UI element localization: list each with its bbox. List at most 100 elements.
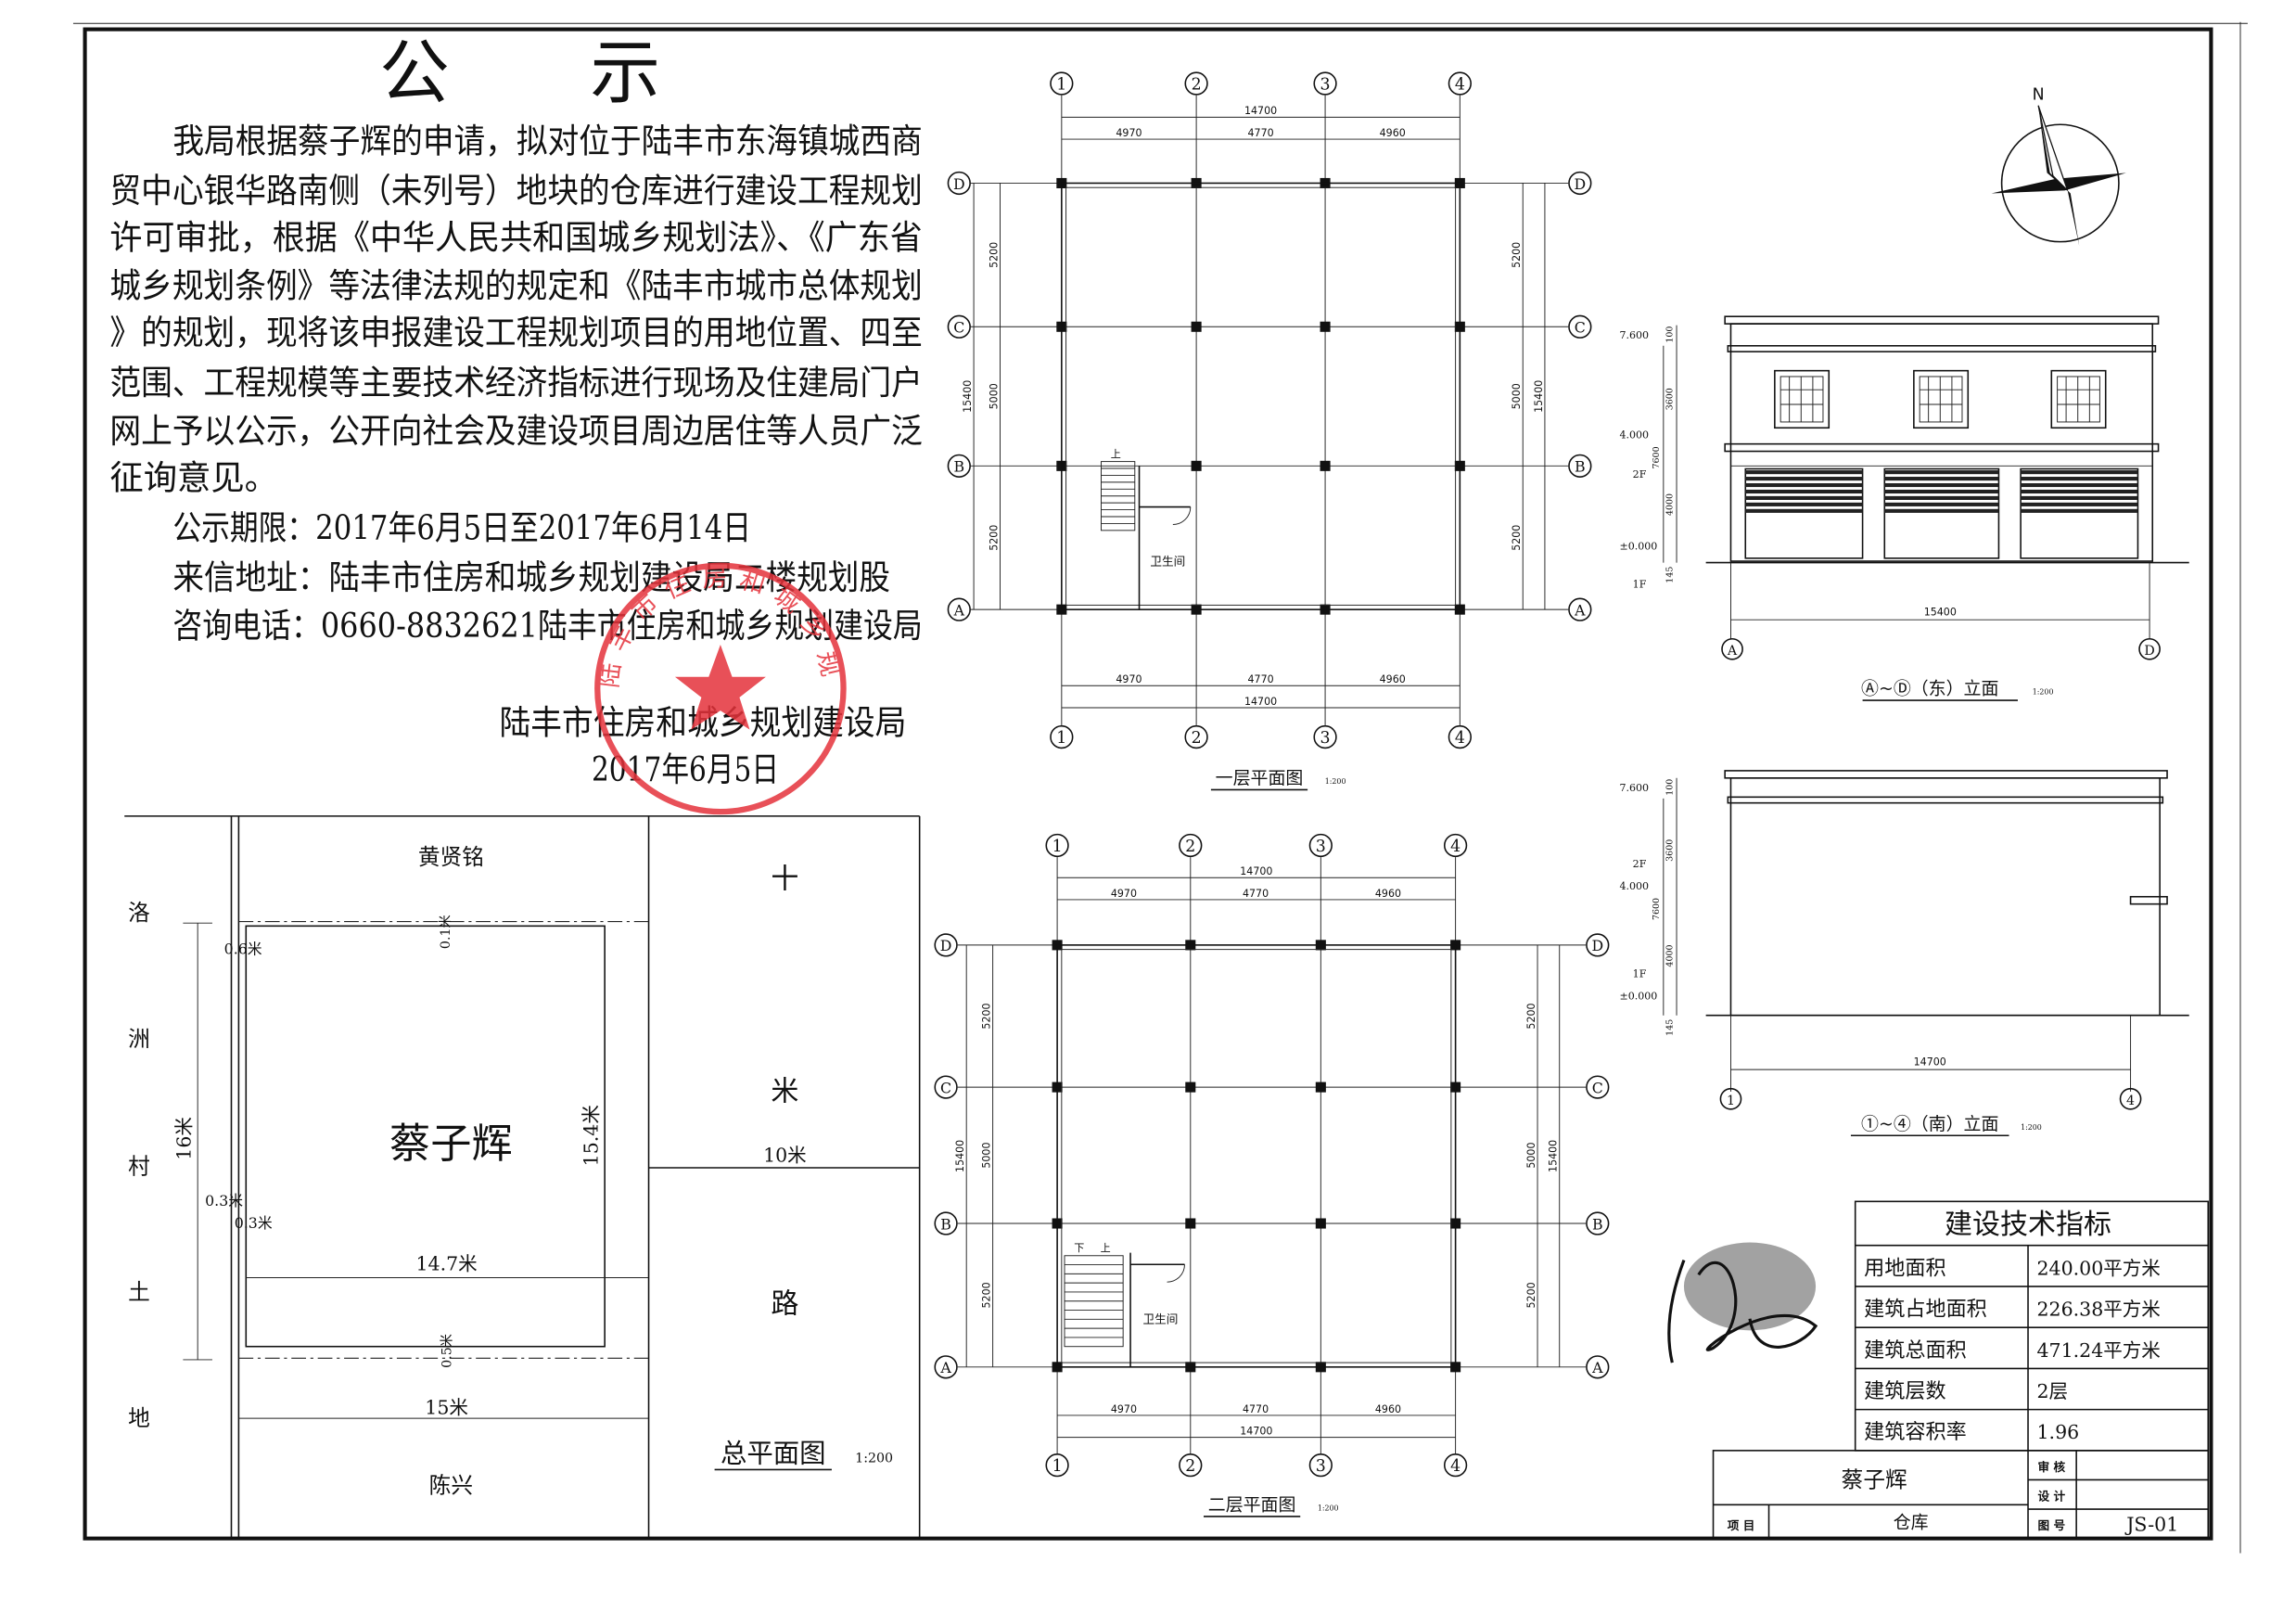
floor-label: 1F [1633,968,1647,980]
east-elevation: 7.600 4.000 ±0.000 2F 1F 100 3600 7600 4… [1619,315,2189,701]
axis-bubble [1050,724,1074,749]
axis-bubble [1308,833,1333,858]
dim-text: 14700 [1244,105,1277,117]
site-owner: 蔡子辉 [389,1120,513,1168]
axis-label: 4 [1455,75,1465,94]
column [1185,1082,1196,1093]
shutter-slat [2021,495,2138,500]
height-dim: 4000 [1665,493,1675,516]
stair-up-label: 上 [1111,448,1121,460]
axis-bubble [1568,314,1592,339]
dim-offset-left: 0.3米 [205,1192,243,1210]
dim-text: 15400 [1533,380,1545,413]
shutter-slat [1884,502,1999,506]
dim-offset-top: 0.1米 [438,915,453,949]
shutter-slat [1745,495,1863,500]
indicator-label: 建筑层数 [1864,1379,1945,1403]
road-label: 路 [771,1287,798,1320]
height-dim: 3600 [1665,388,1675,410]
floor-label: 2F [1633,858,1647,870]
plan-scale: 1:200 [1318,1504,1339,1513]
window [1774,369,1830,429]
shutter-slat [1745,502,1863,506]
axis-label: 1 [1052,1457,1063,1476]
indicator-value: 240.00平方米 [2037,1257,2161,1279]
notice-text: 公 示 我局根据蔡子辉的申请，拟对位于陆丰市东海镇城西商贸中心银华路南侧（未列号… [109,32,922,789]
height-dim: 100 [1665,326,1675,343]
west-land-label: 洲 [128,1026,150,1052]
dim-plot-width: 15米 [425,1396,468,1418]
axis-bubble [934,1211,958,1235]
dim-depth: 16米 [172,1117,195,1160]
shutter-slat [2021,508,2138,513]
dim-text: 4970 [1116,673,1142,685]
axis-label: 4 [1450,1457,1461,1476]
south-elevation: 7.600 4.000 ±0.000 2F 1F 100 3600 7600 4… [1619,770,2189,1137]
notice-paragraph-line: 范围、工程规模等主要技术经济指标进行现场及住建局门户 [109,363,922,403]
axis-label: 1 [1056,75,1066,94]
column [1315,1218,1326,1229]
width-dim: 15400 [1924,606,1957,618]
west-land-label: 土 [128,1279,150,1305]
site-plan-title: 总平面图 [721,1439,826,1469]
elevation-scale: 1:200 [2021,1123,2042,1132]
axis-label: B [953,458,964,476]
height-dim: 100 [1665,779,1675,796]
axis-label: 1 [1727,1094,1735,1108]
shutter-slat [2021,482,2138,488]
notice-paragraph-line: 网上予以公示，公开向社会及建设项目周边居住等人员广泛 [109,411,922,451]
axis-bubble [1184,724,1208,749]
indicator-label: 用地面积 [1864,1256,1945,1280]
title-review-label: 审 核 [2037,1460,2065,1474]
dim-text: 4970 [1111,888,1137,900]
axis-label: D [1575,175,1587,193]
axis-bubble [1045,833,1069,858]
compass-north-label: N [2033,85,2045,104]
axis-label: 4 [2126,1094,2135,1108]
axis-label: A [1574,601,1586,619]
axis-label: D [2144,644,2154,659]
toilet-label: 卫生间 [1142,1312,1178,1325]
column [1191,321,1202,332]
axis-bubble [947,314,971,339]
stair-up-label: 上 [1101,1242,1111,1254]
axis-label: B [940,1215,951,1233]
axis-label: A [1727,644,1738,659]
level-mark: ±0.000 [1619,990,1657,1002]
height-dim: 7600 [1652,446,1662,468]
site-plan-scale: 1:200 [855,1452,893,1466]
shutter-slat [1884,495,1999,500]
shutter-slat [1745,482,1863,488]
axis-label: D [953,175,965,193]
axis-bubble [1179,1453,1203,1478]
axis-bubble [1586,1075,1610,1099]
axis-bubble [1568,171,1592,196]
axis-bubble [1586,1211,1610,1235]
shutter-slat [1745,489,1863,494]
axis-bubble [934,1075,958,1099]
title-project-label: 项 目 [1728,1518,1755,1532]
shutter-slat [2021,489,2138,494]
axis-bubble [947,171,971,196]
building-footprint [245,925,606,1348]
indicator-title: 建设技术指标 [1945,1209,2111,1241]
axis-label: D [1591,937,1603,954]
axis-label: B [1575,458,1586,476]
column [1320,321,1331,332]
axis-label: D [940,937,952,954]
shutter-slat [2021,502,2138,506]
level-mark: ±0.000 [1619,540,1657,552]
axis-bubble [947,454,971,478]
axis-label: 2 [1192,729,1202,748]
floor-label: 2F [1633,468,1647,480]
notice-period: 公示期限：2017年6月5日至2017年6月14日 [172,507,751,547]
floor-label: 1F [1633,578,1647,590]
axis-label: 2 [1185,838,1195,856]
shutter-slat [1884,477,1999,481]
axis-label: C [1575,319,1586,337]
window [1913,369,1970,429]
axis-bubble [1313,71,1337,96]
seal-star-icon [674,645,766,730]
dim-text: 5000 [988,383,1000,409]
